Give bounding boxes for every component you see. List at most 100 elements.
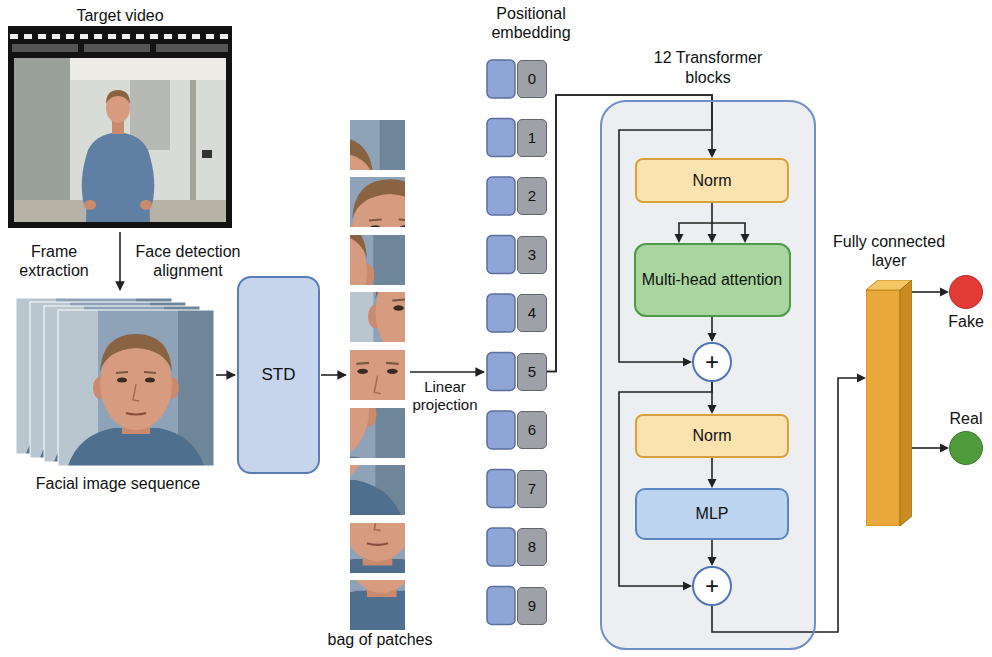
arrow-head <box>675 234 684 243</box>
position-token: 4 <box>517 294 547 332</box>
position-token: 9 <box>517 587 547 625</box>
patch-images <box>299 466 464 631</box>
node-text: Real <box>950 409 983 428</box>
arrow-head <box>708 557 717 566</box>
fc-side <box>900 280 912 526</box>
fc-layer: Fully connected layer <box>866 280 912 526</box>
image-caption: Facial image sequence <box>10 474 226 493</box>
mlp-box: MLP <box>635 488 789 540</box>
node-text: 1 <box>528 129 536 147</box>
arrow-head <box>708 479 717 488</box>
connector <box>708 458 717 488</box>
face-sequence <box>16 298 214 466</box>
connector-group <box>547 95 949 632</box>
film-strip <box>156 44 228 52</box>
std-box: STD <box>237 276 320 474</box>
connector-line <box>679 203 745 238</box>
connector <box>547 95 712 372</box>
node-text: 6 <box>528 421 536 439</box>
node-text: STD <box>262 365 296 385</box>
step-label: Face detection alignment <box>126 242 250 280</box>
position-token: 5 <box>517 353 547 391</box>
panel-ground <box>600 100 816 650</box>
node-text: 5 <box>528 363 536 381</box>
norm-box: Norm <box>635 414 789 458</box>
node-text: 9 <box>528 597 536 615</box>
node-text: 7 <box>528 480 536 498</box>
node-text: Norm <box>692 171 731 190</box>
film-strip <box>140 150 154 205</box>
film-strip <box>140 200 152 210</box>
position-token: 0 <box>517 60 547 98</box>
film-strip <box>8 26 232 228</box>
attention-box: Multi-head attention <box>634 243 791 317</box>
embedding-vector <box>487 528 515 566</box>
arrow-head <box>940 444 949 453</box>
norm-box: Norm <box>635 158 789 203</box>
video-title: Target video <box>20 6 220 25</box>
flow-arrow <box>216 374 235 376</box>
panel-ground <box>600 100 816 650</box>
node-text: 2 <box>528 187 536 205</box>
arrow-head <box>940 288 949 297</box>
arrow-head <box>741 234 750 243</box>
add-circle: + <box>692 566 732 606</box>
film-strip <box>70 58 226 80</box>
step-label: Frame extraction <box>8 242 100 280</box>
node-text: 3 <box>528 246 536 264</box>
flow-arrow <box>410 371 484 373</box>
connector <box>912 444 949 453</box>
node-text: 0 <box>528 70 536 88</box>
node-text: 12 Transformer blocks <box>653 48 763 88</box>
embedding-vector <box>487 587 515 625</box>
embedding-vector <box>487 236 515 274</box>
flow-arrow <box>119 232 121 290</box>
position-token: 1 <box>517 119 547 157</box>
face-sequence <box>58 310 214 466</box>
film-strip <box>8 26 232 228</box>
patch-images <box>246 112 496 631</box>
connector-line <box>619 382 712 586</box>
node-text: Fake <box>948 312 984 331</box>
node-text: Multi-head attention <box>642 270 783 289</box>
embedding-vector <box>487 60 515 98</box>
film-strip <box>106 90 130 104</box>
fc-shape <box>866 280 912 526</box>
node-text: 4 <box>528 304 536 322</box>
embedding-vector <box>487 177 515 215</box>
film-strip <box>14 58 226 222</box>
fc-front <box>866 290 900 526</box>
embedding-vector <box>487 60 515 625</box>
real-output: Real <box>949 431 983 465</box>
connector-line <box>547 95 712 372</box>
image-caption: bag of patches <box>320 630 440 649</box>
connector <box>708 317 717 342</box>
node-text: Fully connected layer <box>824 232 954 270</box>
fake-output: Fake <box>949 275 983 309</box>
arrow-head <box>708 333 717 342</box>
embedding-vector <box>487 353 515 391</box>
node-text: + <box>705 574 719 598</box>
connector <box>708 540 717 566</box>
transformer-panel: 12 Transformer blocksNormMulti-head atte… <box>600 100 816 650</box>
arrow-head <box>683 358 692 367</box>
embedding-vector <box>487 119 515 157</box>
position-token: 7 <box>517 470 547 508</box>
face-sequence <box>58 310 214 466</box>
patch-images <box>299 466 464 631</box>
connector <box>912 288 949 297</box>
connector-line <box>547 95 712 372</box>
step-label: Linear projection <box>406 378 484 414</box>
add-circle: + <box>692 342 732 382</box>
film-strip <box>202 150 212 158</box>
film-strip <box>14 58 70 222</box>
connector <box>547 95 717 372</box>
position-token: 6 <box>517 411 547 449</box>
node-text: 8 <box>528 538 536 556</box>
node-text: MLP <box>696 504 729 523</box>
embedding-vector <box>487 411 515 449</box>
position-token: 2 <box>517 177 547 215</box>
film-strip <box>82 150 96 205</box>
